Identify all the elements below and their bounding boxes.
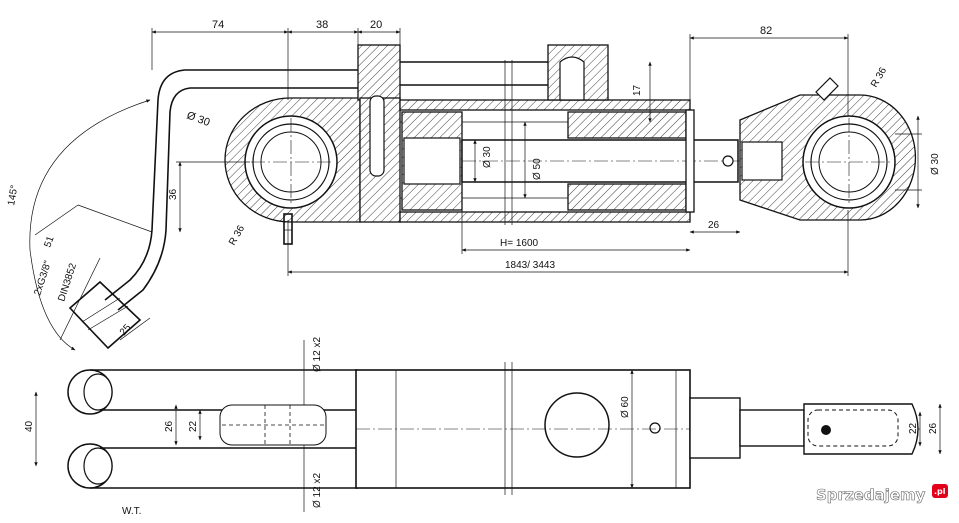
dim-pin-bottom: Ø 12 x2 [312, 473, 323, 508]
port-fitting [68, 280, 142, 350]
dim-22-right: 22 [908, 422, 919, 434]
dim-20: 20 [370, 19, 382, 31]
port-standard-label: DIN3852 [56, 262, 79, 303]
cylinder-body [357, 44, 740, 225]
dim-eye-dia-left: Ø 30 [185, 110, 212, 129]
plan-view: 40 26 22 Ø 12 x2 Ø 12 x2 Ø 60 22 26 [24, 337, 942, 512]
dim-40: 40 [24, 420, 35, 432]
watermark-badge [932, 484, 948, 498]
watermark-brand: Sprzedajemy [816, 486, 926, 504]
dim-38: 38 [316, 19, 328, 31]
angle-arc [29, 99, 151, 351]
dim-36: 36 [168, 188, 179, 200]
dim-rod-dia: Ø 30 [482, 146, 493, 168]
pin [219, 404, 327, 446]
barrel [355, 362, 920, 495]
dim-26-right: 26 [928, 422, 939, 434]
dim-25: 25 [118, 322, 134, 338]
dim-angle-145: 145° [6, 184, 20, 206]
fork-eyes [67, 369, 358, 489]
dim-length: 1843/ 3443 [505, 260, 555, 271]
dim-22-left: 22 [188, 420, 199, 432]
dim-eye-dia-right: Ø 30 [930, 153, 941, 175]
dim-barrel-dia: Ø 60 [620, 396, 631, 418]
section-view: 74 38 20 82 Ø 30 Ø 30 Ø 50 Ø 30 R 36 R 3… [6, 19, 941, 351]
port-thread-label: 2xG3/8" [32, 259, 54, 297]
left-rod-eye [224, 97, 361, 223]
dim-82: 82 [760, 25, 772, 37]
dim-74: 74 [212, 19, 224, 31]
watermark: Sprzedajemy .pl [816, 484, 948, 504]
dim-bore-dia: Ø 50 [532, 158, 543, 180]
signature: W.T. [122, 506, 141, 517]
right-rod-eye [722, 77, 917, 221]
dim-26-mid: 26 [708, 220, 720, 231]
dim-26-left: 26 [164, 420, 175, 432]
rod-and-head [689, 397, 919, 459]
dim-pin-top: Ø 12 x2 [312, 337, 323, 372]
dim-r36-right: R 36 [869, 65, 889, 89]
dim-stroke: H= 1600 [500, 238, 539, 249]
dim-51: 51 [42, 234, 56, 249]
watermark-badge-label: .pl [934, 487, 946, 496]
dim-17: 17 [632, 84, 643, 96]
dim-r36-left: R 36 [227, 223, 247, 247]
